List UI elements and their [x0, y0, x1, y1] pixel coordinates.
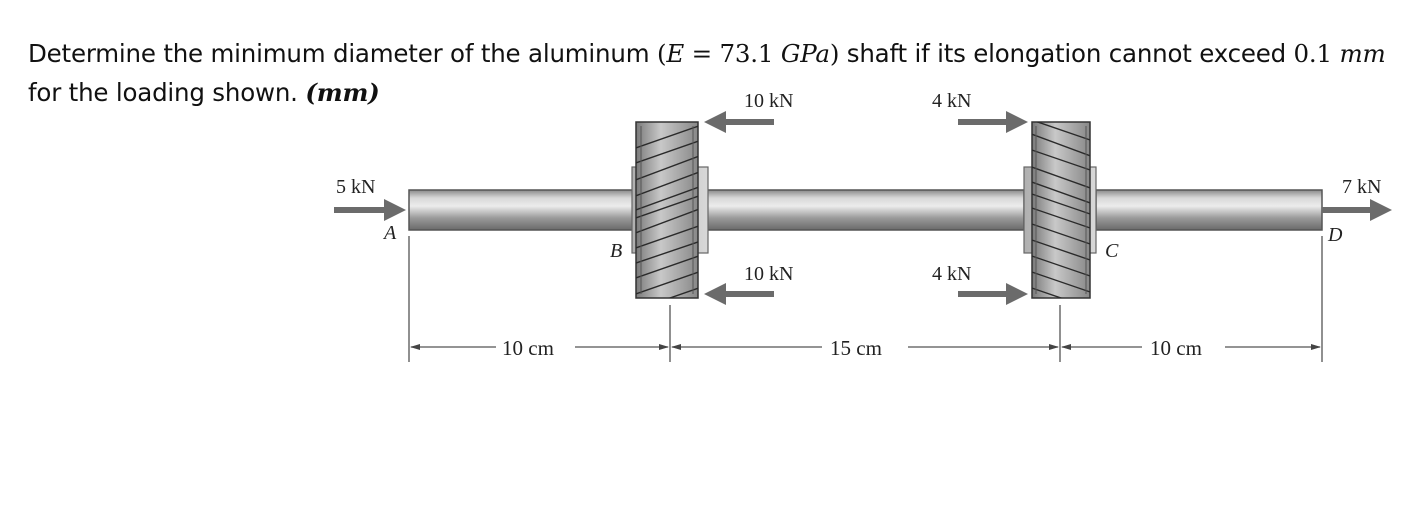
gear-c-icon	[1023, 121, 1097, 299]
dimension-label-cd: 10 cm	[1150, 336, 1202, 360]
statement-text: for the loading shown.	[28, 78, 306, 107]
point-label-c: C	[1105, 240, 1119, 262]
modulus-value: 73.1	[719, 39, 781, 68]
load-label-c-bottom: 4 kN	[932, 263, 972, 285]
arrow-right-icon	[958, 111, 1028, 133]
answer-unit: (mm)	[305, 78, 380, 107]
paren: (	[656, 39, 667, 68]
load-label-d: 7 kN	[1342, 176, 1382, 198]
load-label-a: 5 kN	[336, 176, 376, 198]
point-label-b: B	[610, 240, 623, 262]
gear-b-icon	[631, 121, 709, 299]
load-label-b-bottom: 10 kN	[744, 263, 794, 285]
point-label-d: D	[1328, 224, 1343, 246]
arrow-right-icon	[958, 283, 1028, 305]
modulus-symbol: E	[666, 39, 684, 68]
paren: )	[829, 39, 840, 68]
point-label-a: A	[384, 222, 397, 244]
load-label-c-top: 4 kN	[932, 90, 972, 112]
elongation-limit-value: 0.1	[1293, 39, 1340, 68]
arrow-left-icon	[704, 283, 774, 305]
modulus-unit: GPa	[780, 39, 830, 68]
equals-sign: =	[684, 39, 720, 68]
statement-text: shaft if its elongation cannot exceed	[839, 39, 1294, 68]
elongation-limit-unit: mm	[1339, 39, 1386, 68]
load-label-b-top: 10 kN	[744, 90, 794, 112]
arrow-left-icon	[704, 111, 774, 133]
dimension-label-bc: 15 cm	[830, 336, 882, 360]
statement-text: Determine the minimum diameter of the al…	[28, 39, 657, 68]
arrow-right-icon	[1322, 199, 1392, 221]
arrow-right-icon	[334, 199, 406, 221]
problem-statement: Determine the minimum diameter of the al…	[28, 34, 1398, 112]
dimension-lines	[408, 236, 1323, 362]
dimension-label-ab: 10 cm	[502, 336, 554, 360]
shaft	[408, 189, 1323, 231]
